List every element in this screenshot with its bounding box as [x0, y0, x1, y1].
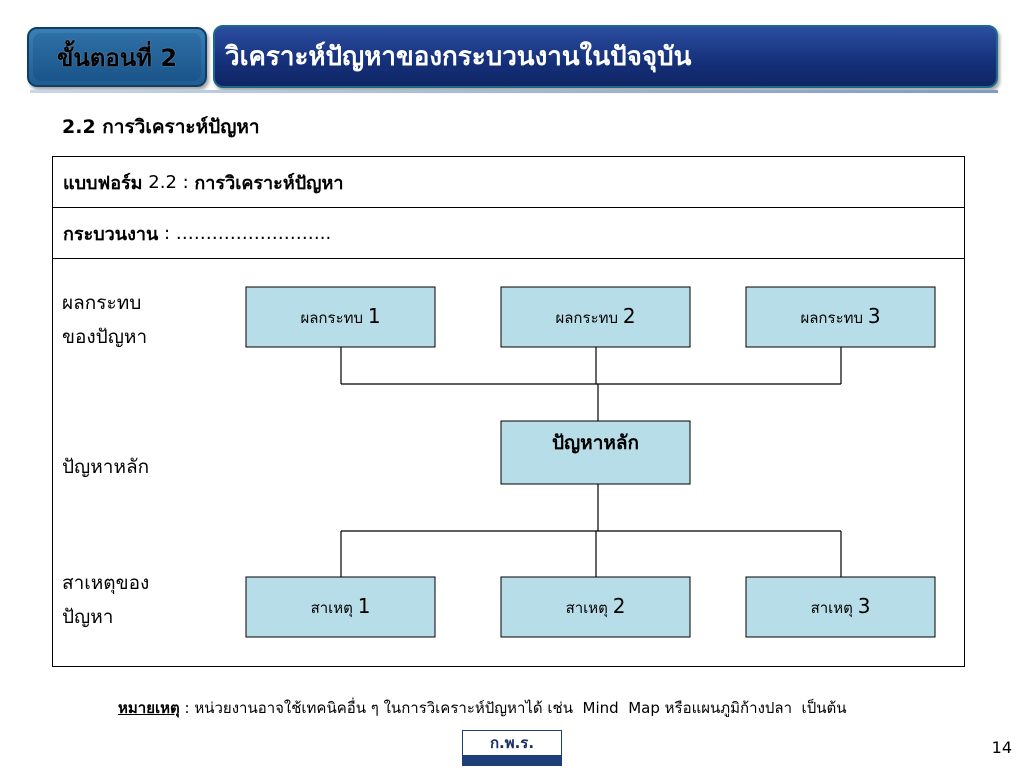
cause-box-3: สาเหตุ 3: [745, 576, 936, 638]
cause-box-3-label: สาเหตุ 3: [811, 594, 871, 618]
cause-box-1-rect: [245, 576, 436, 638]
effect-box-1-label: ผลกระทบ 1: [300, 304, 380, 328]
causes-label-line1: สาเหตุของ: [62, 572, 150, 594]
effect-box-2: ผลกระทบ 2: [500, 286, 691, 348]
form-frame: แบบฟอร์ม 2.2 : การวิเคราะห์ปัญหา กระบวนง…: [52, 156, 965, 667]
effects-label: ผลกระทบ ของปัญหา: [62, 286, 147, 354]
footnote-text: : หน่วยงานอาจใช้เทคนิคอื่น ๆ ในการวิเครา…: [179, 699, 847, 717]
form-title-name: การวิเคราะห์ปัญหา: [194, 172, 344, 194]
form-title-row: แบบฟอร์ม 2.2 : การวิเคราะห์ปัญหา: [53, 157, 964, 208]
effects-label-line1: ผลกระทบ: [62, 292, 142, 314]
effect-box-2-label: ผลกระทบ 2: [555, 304, 635, 328]
effect-box-2-rect: [500, 286, 691, 348]
cause-box-1-label: สาเหตุ 1: [311, 594, 371, 618]
connector-lines: [340, 347, 842, 577]
effect-box-3: ผลกระทบ 3: [745, 286, 936, 348]
cause-box-2-label: สาเหตุ 2: [566, 594, 626, 618]
logo-text: ก.พ.ร.: [489, 734, 535, 752]
header-rule: [30, 90, 998, 93]
form-title-number: 2.2 :: [142, 171, 195, 193]
process-label: กระบวนงาน: [63, 223, 159, 245]
process-row: กระบวนงาน : ……………………..: [53, 208, 964, 259]
causes-label: สาเหตุของ ปัญหา: [62, 566, 149, 634]
logo-band: [463, 755, 561, 765]
causes-label-line2: ปัญหา: [62, 606, 114, 628]
footnote-key: หมายเหตุ: [118, 699, 180, 717]
effects-label-line2: ของปัญหา: [62, 326, 148, 348]
footnote: หมายเหตุ : หน่วยงานอาจใช้เทคนิคอื่น ๆ ใน…: [118, 696, 846, 720]
title-bar: วิเคราะห์ปัญหาของกระบวนงานในปัจจุบัน: [213, 25, 998, 88]
main-problem-box-rect: [500, 420, 691, 485]
step-badge-inner: ขั้นตอนที่ 2: [33, 33, 201, 81]
cause-box-1: สาเหตุ 1: [245, 576, 436, 638]
slide-title: วิเคราะห์ปัญหาของกระบวนงานในปัจจุบัน: [225, 42, 692, 72]
effect-box-1: ผลกระทบ 1: [245, 286, 436, 348]
step-label: ขั้นตอนที่ 2: [56, 43, 178, 72]
form-title-label: แบบฟอร์ม: [63, 172, 143, 194]
main-problem-box: ปัญหาหลัก: [500, 420, 691, 485]
main-problem-label: ปัญหาหลัก: [62, 450, 149, 484]
main-problem-box-label: ปัญหาหลัก: [552, 432, 639, 454]
opdc-logo: ก.พ.ร.: [462, 730, 562, 766]
diagram-boxes: ผลกระทบ 1 ผลกระทบ 2 ผลกระทบ 3 ปัญหาหลักสาเห…: [245, 286, 936, 638]
cause-box-2-rect: [500, 576, 691, 638]
effect-box-1-rect: [245, 286, 436, 348]
effect-box-3-rect: [745, 286, 936, 348]
main-problem-label-text: ปัญหาหลัก: [62, 456, 150, 478]
process-value: : ……………………..: [158, 222, 332, 244]
cause-box-2: สาเหตุ 2: [500, 576, 691, 638]
section-heading: 2.2 การวิเคราะห์ปัญหา: [62, 116, 260, 138]
effect-box-3-label: ผลกระทบ 3: [800, 304, 880, 328]
page-number: 14: [991, 738, 1012, 757]
step-badge: ขั้นตอนที่ 2: [27, 27, 207, 87]
cause-box-3-rect: [745, 576, 936, 638]
